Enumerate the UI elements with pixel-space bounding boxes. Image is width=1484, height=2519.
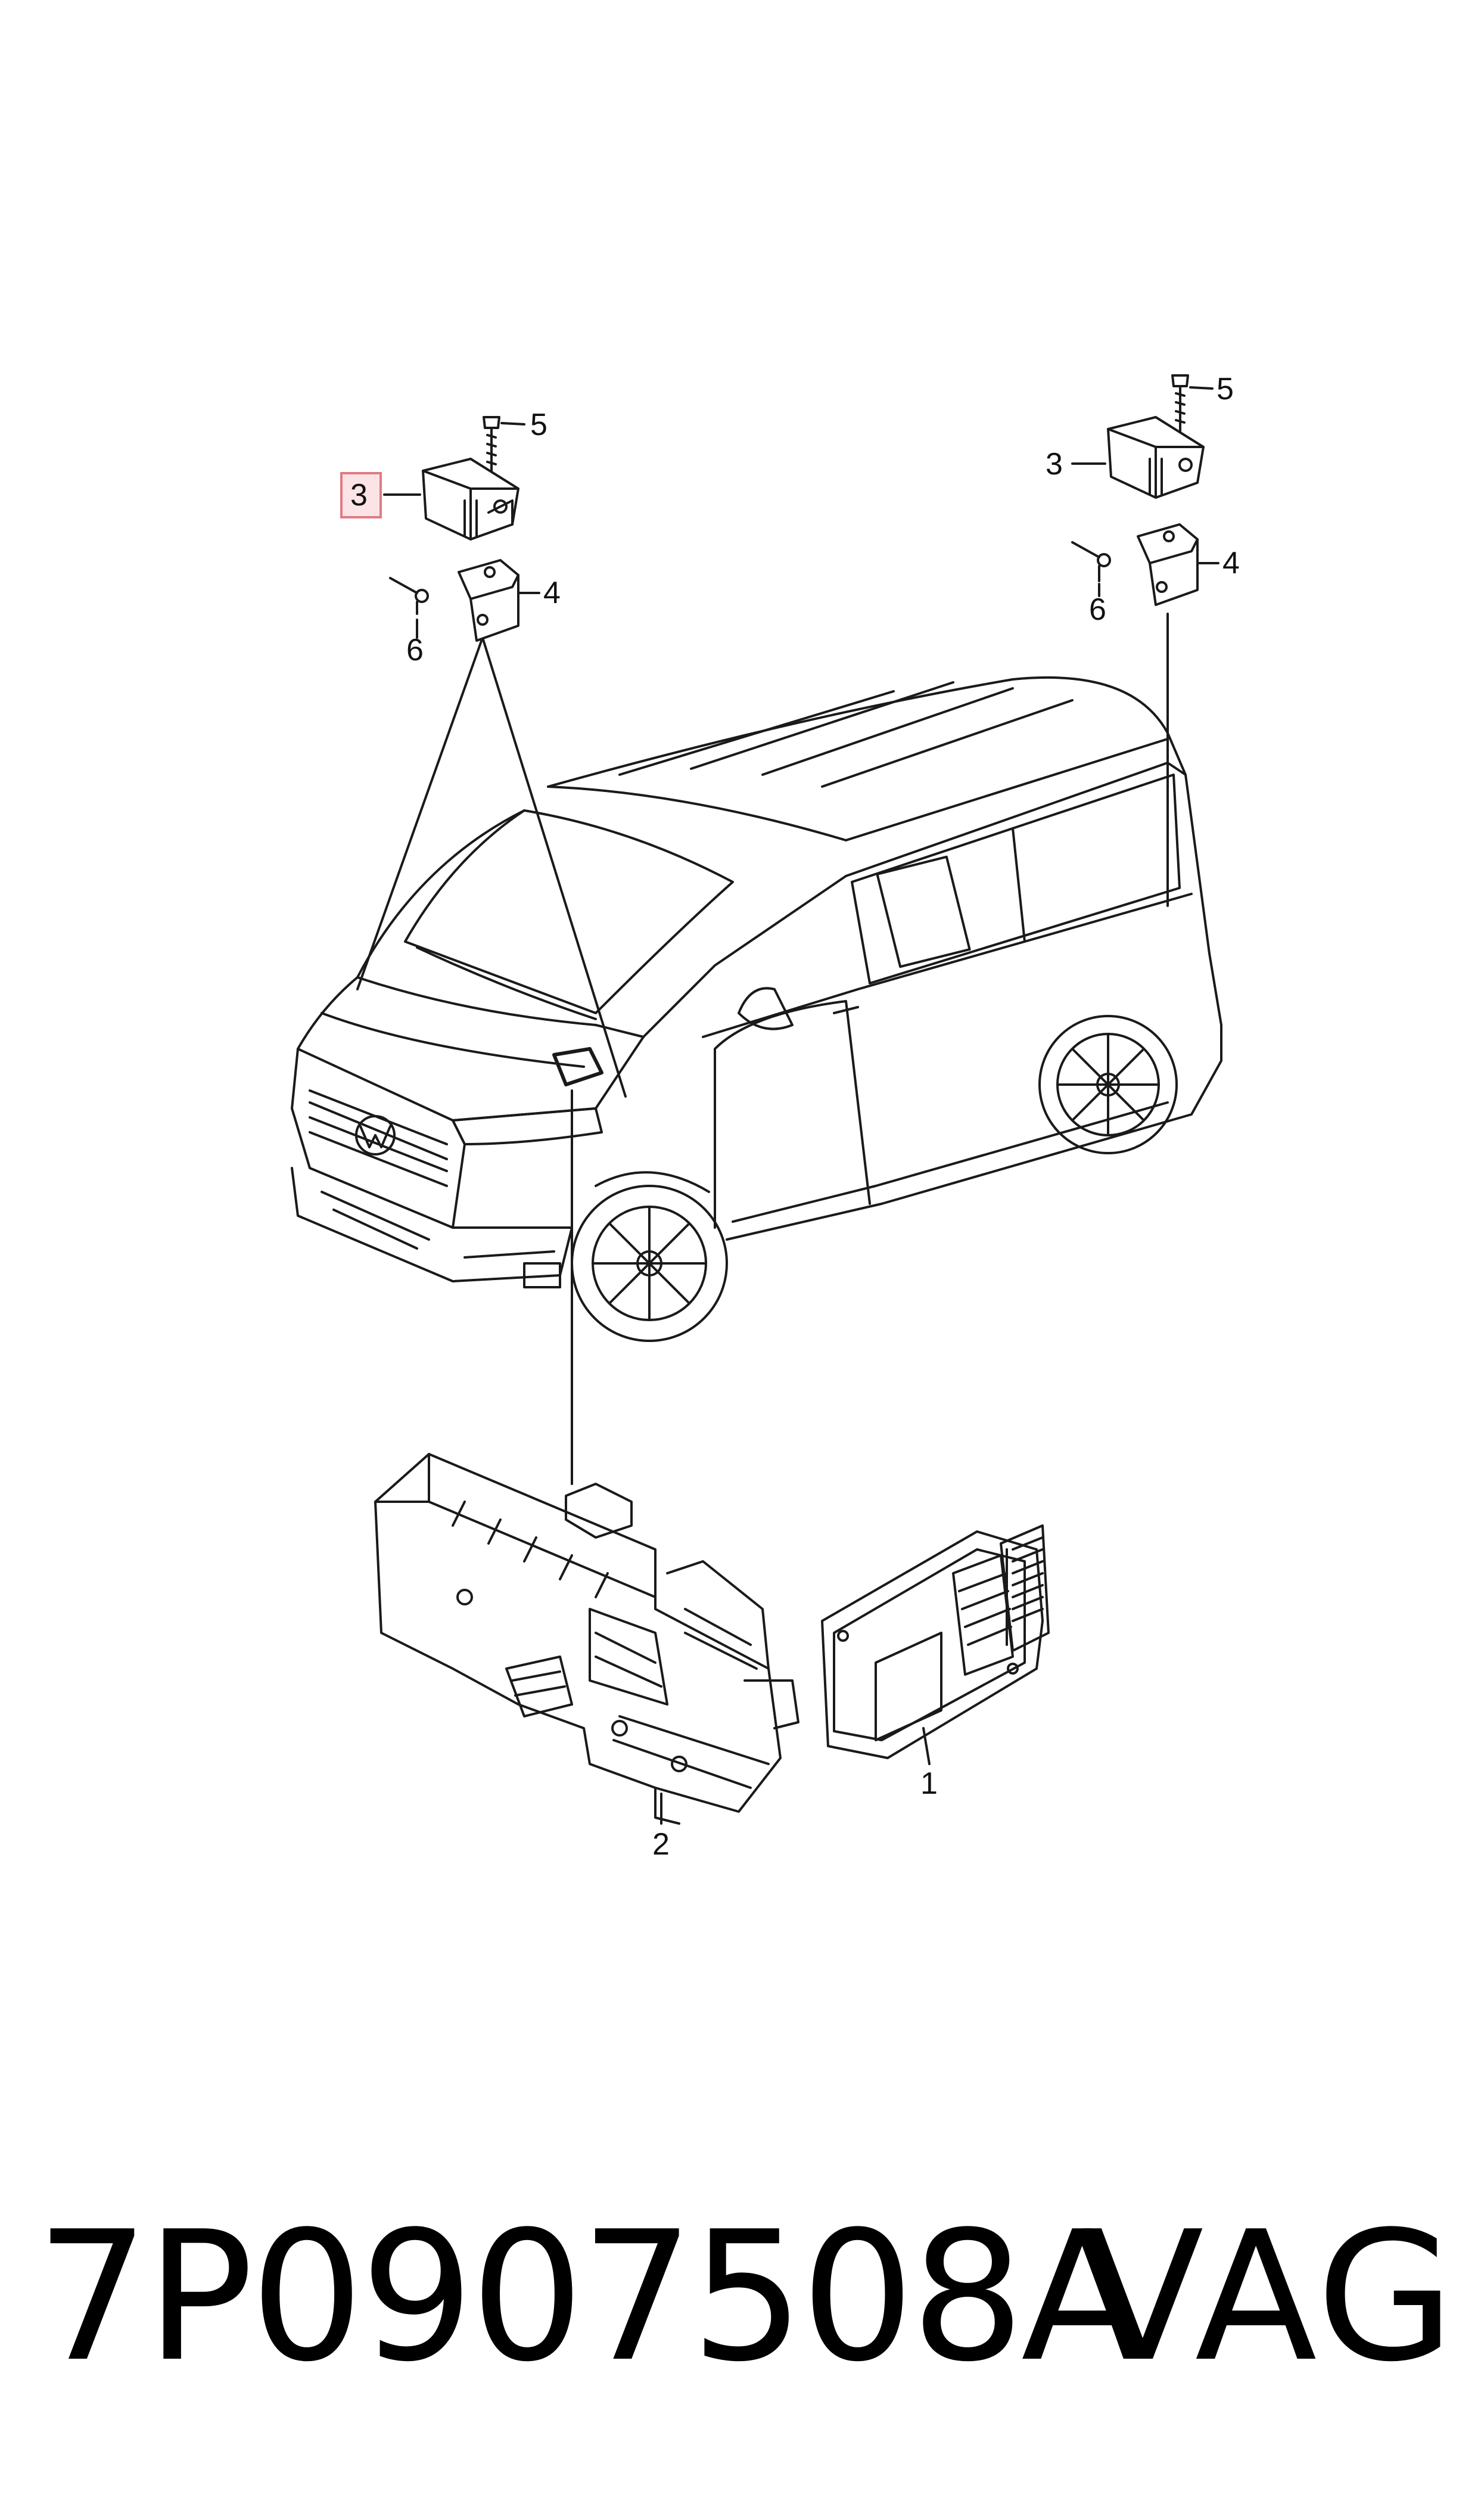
van-illustration [291,676,1222,1342]
callout-left-6: 6 [406,633,424,667]
footer: 7P0907508A VAG [0,2199,1484,2396]
left-sensor-group [383,416,540,642]
part-number: 7P0907508A [36,2193,1143,2401]
highlight-box [340,472,382,518]
callout-left-3: 3 [350,478,368,513]
control-unit-part [821,1524,1050,1765]
callout-right-6: 6 [1089,592,1106,627]
right-sensor-group [1071,374,1219,606]
mounting-bracket-part [374,1453,799,1825]
callout-left-4: 4 [543,576,561,610]
bracket-part [1137,523,1199,606]
bracket-part [458,559,519,642]
sensor-part [422,458,519,541]
rivet-part [389,577,429,615]
callout-bottom-1: 1 [920,1766,938,1801]
callout-right-5: 5 [1217,372,1234,406]
callout-right-4: 4 [1222,546,1240,580]
brand-name: VAG [1081,2193,1457,2401]
callout-right-3: 3 [1046,447,1063,482]
sensor-part [1107,416,1205,499]
callout-left-5: 5 [530,408,547,442]
callout-bottom-2: 2 [652,1827,670,1862]
rivet-part [1071,541,1111,582]
leader-lines [356,613,1169,1485]
screw-part [483,416,500,478]
